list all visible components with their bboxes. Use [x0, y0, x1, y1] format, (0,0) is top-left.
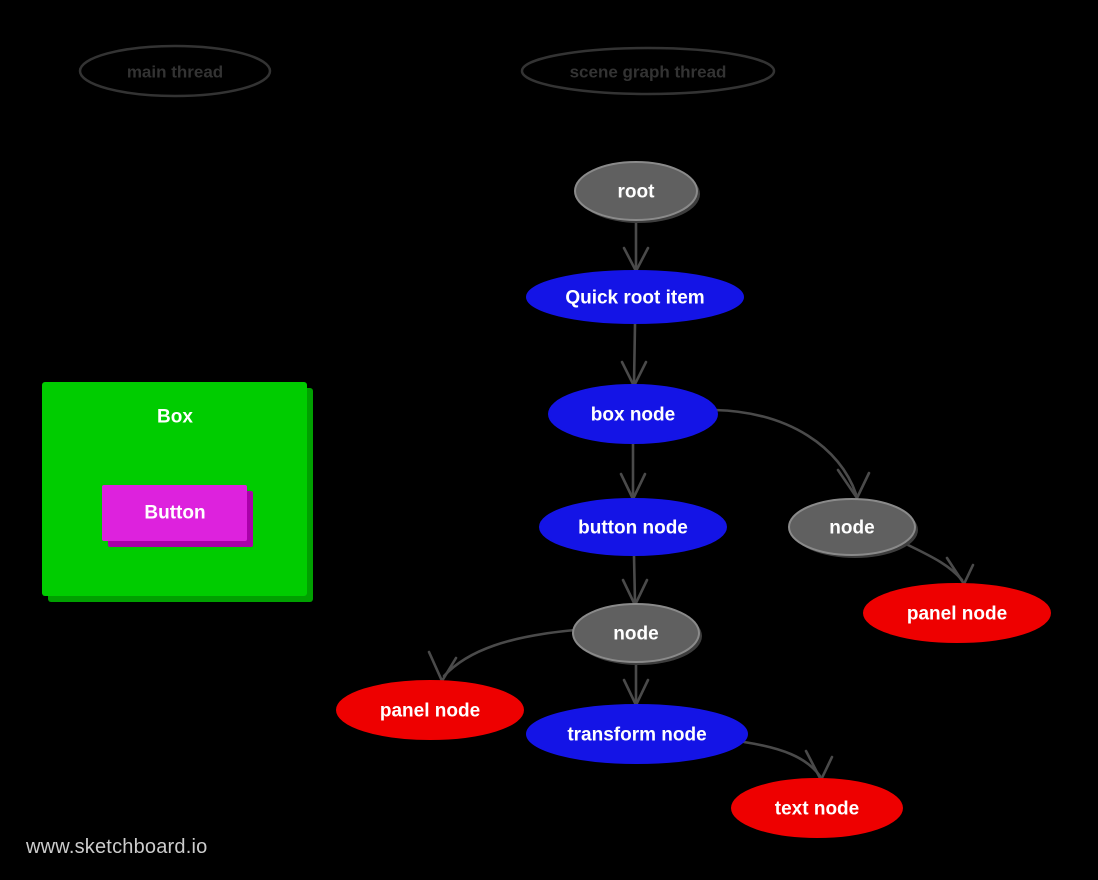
edge-root-to-quick-root-item — [622, 219, 650, 273]
node-ellipse-box-node — [548, 384, 718, 444]
node-panel-node-left[interactable]: panel node — [336, 680, 524, 740]
thread-lane-main-thread[interactable]: main thread — [78, 44, 272, 98]
edge-node-right-to-panel-line — [906, 543, 964, 582]
edge-box-to-node-right — [713, 408, 871, 500]
node-transform-node[interactable]: transform node — [526, 704, 748, 764]
edge-transform-to-text — [742, 740, 834, 782]
node-ellipse-text-node — [731, 778, 903, 838]
node-ellipse-panel-node-left — [336, 680, 524, 740]
edge-node-right-to-panel — [906, 543, 975, 586]
edge-box-to-button — [619, 442, 647, 501]
edge-node-center-to-panel-arrowhead-icon — [427, 650, 458, 683]
node-ellipse-quick-root-item — [526, 270, 744, 324]
thread-ellipse-scene-graph-thread — [520, 46, 776, 96]
edge-box-to-node-right-arrowhead-icon — [836, 468, 871, 500]
node-ellipse-node-center — [572, 603, 700, 663]
thread-lane-scene-graph-thread[interactable]: scene graph thread — [520, 46, 776, 96]
edge-node-center-to-transform — [622, 660, 650, 707]
node-quick-root-item[interactable]: Quick root item — [526, 270, 744, 324]
node-ellipse-button-node — [539, 498, 727, 556]
node-button-node[interactable]: button node — [539, 498, 727, 556]
edge-box-to-node-right-line — [713, 408, 858, 496]
node-box-node[interactable]: box node — [548, 384, 718, 444]
node-node-center[interactable]: node — [572, 603, 702, 665]
node-ellipse-node-right — [788, 498, 916, 556]
node-node-right[interactable]: node — [788, 498, 918, 558]
node-text-node[interactable]: text node — [731, 778, 903, 838]
edge-node-center-to-panel — [427, 628, 577, 683]
thread-ellipse-main-thread — [78, 44, 272, 98]
node-ellipse-root — [574, 161, 698, 221]
edge-button-to-node-center-line — [632, 554, 637, 604]
node-panel-node-right[interactable]: panel node — [863, 583, 1051, 643]
thread-label-main-thread: main thread — [127, 63, 223, 82]
thread-labels-group: main thread scene graph thread — [78, 44, 776, 98]
node-ellipse-transform-node — [526, 704, 748, 764]
watermark-label: www.sketchboard.io — [26, 836, 208, 858]
edge-quick-root-item-to-box — [620, 322, 648, 388]
node-root[interactable]: root — [574, 161, 700, 223]
edge-node-center-to-panel-line — [442, 628, 577, 678]
thread-label-scene-graph-thread: scene graph thread — [570, 63, 727, 82]
edge-quick-root-item-to-box-line — [632, 322, 637, 386]
edge-button-to-node-center — [621, 554, 649, 607]
node-ellipse-panel-node-right — [863, 583, 1051, 643]
edge-transform-to-text-line — [742, 740, 822, 778]
mock-button[interactable] — [102, 485, 247, 541]
